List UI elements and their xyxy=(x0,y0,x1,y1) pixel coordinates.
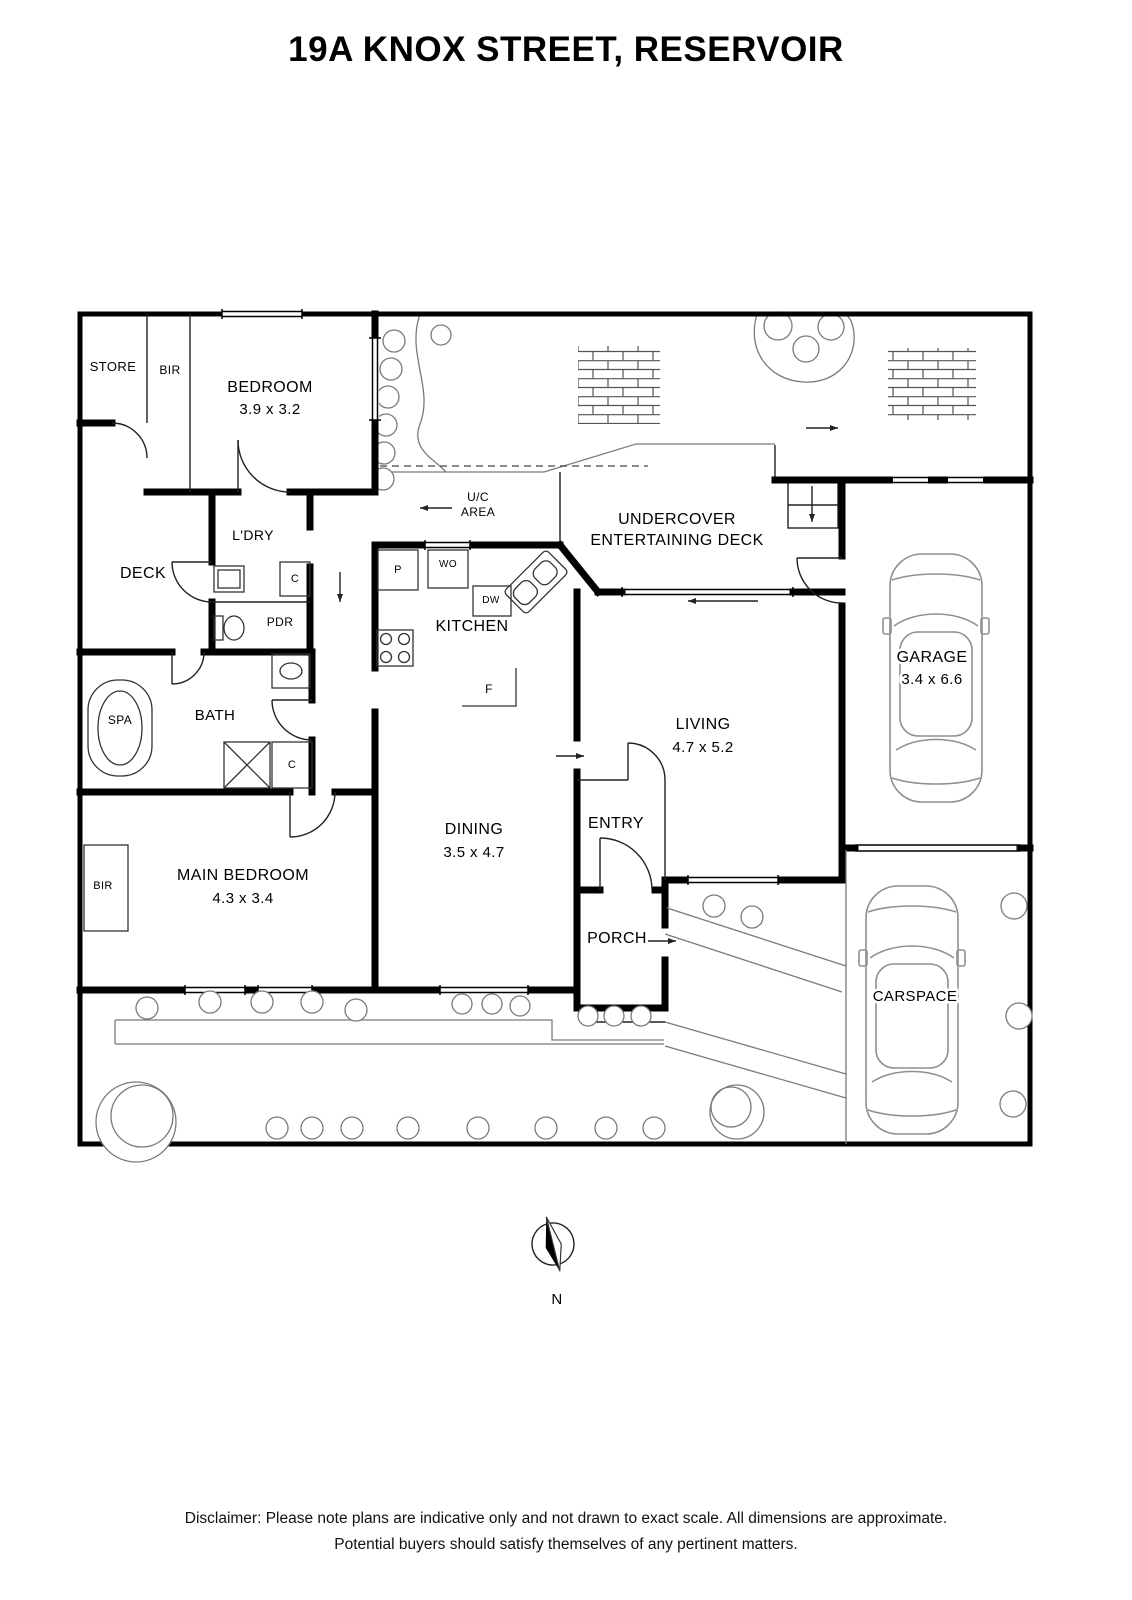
wall-oven-label: WO xyxy=(439,559,457,570)
garage-dims: 3.4 x 6.6 xyxy=(901,671,962,688)
tree-large-left xyxy=(95,1081,177,1163)
toilet-icon xyxy=(213,615,245,641)
doors xyxy=(111,422,843,891)
dining-dims: 3.5 x 4.7 xyxy=(443,844,504,861)
garage-car-icon xyxy=(882,553,990,803)
garden-top xyxy=(371,311,976,545)
compass: N xyxy=(531,1216,575,1308)
carspace-label: CARSPACE xyxy=(873,988,958,1005)
garage-label: GARAGE xyxy=(897,649,968,666)
kitchen-label: KITCHEN xyxy=(435,618,508,635)
shrubs-right xyxy=(999,892,1033,1118)
window-garage-1 xyxy=(893,476,928,484)
entry-label: ENTRY xyxy=(588,815,644,832)
store-door xyxy=(111,422,148,459)
vanity-basin-icon xyxy=(271,653,311,689)
fridge-nook xyxy=(462,668,517,707)
property-boundary xyxy=(77,311,1033,1147)
bath-cupboard-label: C xyxy=(288,759,296,771)
laundry-door xyxy=(171,561,213,603)
window-bedroom-east xyxy=(369,337,381,421)
disclaimer-line1: Disclaimer: Please note plans are indica… xyxy=(184,1510,948,1527)
dining-label: DINING xyxy=(445,821,503,838)
pdr-label: PDR xyxy=(267,615,294,629)
uc-area-label-1: U/C xyxy=(467,490,489,504)
living-dims: 4.7 x 5.2 xyxy=(672,739,733,756)
living-label: LIVING xyxy=(676,716,731,733)
main-bedroom-dims: 4.3 x 3.4 xyxy=(212,890,273,907)
compass-needle-light xyxy=(545,1216,562,1272)
window-kitchen xyxy=(424,540,471,550)
pantry-label: P xyxy=(394,564,402,576)
shrubs-top-left xyxy=(371,324,452,491)
carspace-car-icon xyxy=(858,885,966,1135)
store-label: STORE xyxy=(90,359,137,374)
compass-north-label: N xyxy=(551,1291,562,1308)
fridge-label: F xyxy=(485,682,493,696)
brick-paving-right xyxy=(888,348,976,420)
shower-icon xyxy=(223,741,271,789)
page-title: 19A KNOX STREET, RESERVOIR xyxy=(288,30,844,69)
bedroom-label: BEDROOM xyxy=(227,379,312,396)
windows xyxy=(184,309,1020,995)
cooktop-icon xyxy=(376,629,414,667)
direction-arrows xyxy=(337,425,838,944)
sink-icon xyxy=(504,550,568,614)
dishwasher-cabinet xyxy=(472,585,512,617)
undercover-label-2: ENTERTAINING DECK xyxy=(590,532,763,549)
laundry-label: L'DRY xyxy=(232,527,274,543)
bir-main-label: BIR xyxy=(93,880,113,892)
uc-area-label-2: AREA xyxy=(461,505,495,519)
bedroom-dims: 3.9 x 3.2 xyxy=(239,401,300,418)
deck-label: DECK xyxy=(120,565,166,582)
bir-top-label: BIR xyxy=(159,363,180,377)
porch-label: PORCH xyxy=(587,930,647,947)
bath-cupboard xyxy=(271,741,313,789)
bath-door xyxy=(171,651,205,685)
main-bedroom-label: MAIN BEDROOM xyxy=(177,867,309,884)
entry-living-door xyxy=(627,742,666,781)
front-door xyxy=(599,837,653,891)
window-bedroom-top xyxy=(221,309,303,319)
laundry-cupboard-label: C xyxy=(291,573,299,585)
bath-label: BATH xyxy=(195,707,236,724)
tree-mid xyxy=(709,1084,765,1140)
disclaimer-line2: Potential buyers should satisfy themselv… xyxy=(334,1536,798,1553)
window-garage-2 xyxy=(948,476,983,484)
garage-access-door xyxy=(796,557,843,604)
brick-paving-left xyxy=(578,346,660,424)
deck-steps xyxy=(787,481,839,529)
disclaimer: Disclaimer: Please note plans are indica… xyxy=(0,1506,1132,1558)
house-walls xyxy=(76,310,1034,1023)
hall-bath-door xyxy=(271,699,313,741)
laundry-cupboard xyxy=(279,561,311,597)
main-bedroom-door xyxy=(289,791,336,838)
room-labels: STORE BIR BEDROOM 3.9 x 3.2 DECK L'DRY C… xyxy=(90,359,970,1008)
window-living xyxy=(687,875,779,885)
garden-bed-outline xyxy=(753,313,855,383)
pantry-cabinet xyxy=(377,549,419,591)
garage-door xyxy=(855,844,1020,852)
wall-oven-cabinet xyxy=(427,549,469,589)
tree-cluster-top xyxy=(763,311,845,363)
washing-machine-icon xyxy=(213,565,245,593)
undercover-label-1: UNDERCOVER xyxy=(618,511,736,528)
main-bir-robe xyxy=(83,844,129,932)
shrubs-row-upper xyxy=(135,894,764,1027)
spa-label: SPA xyxy=(108,713,132,727)
fixtures xyxy=(83,549,568,932)
shrubs-row-lower xyxy=(265,1116,666,1140)
spa-icon xyxy=(87,679,153,777)
bedroom-door xyxy=(237,439,291,493)
window-dining xyxy=(439,985,529,995)
garden-bottom xyxy=(95,850,1033,1163)
sliding-door-living xyxy=(621,587,794,597)
dishwasher-label: DW xyxy=(482,595,500,606)
